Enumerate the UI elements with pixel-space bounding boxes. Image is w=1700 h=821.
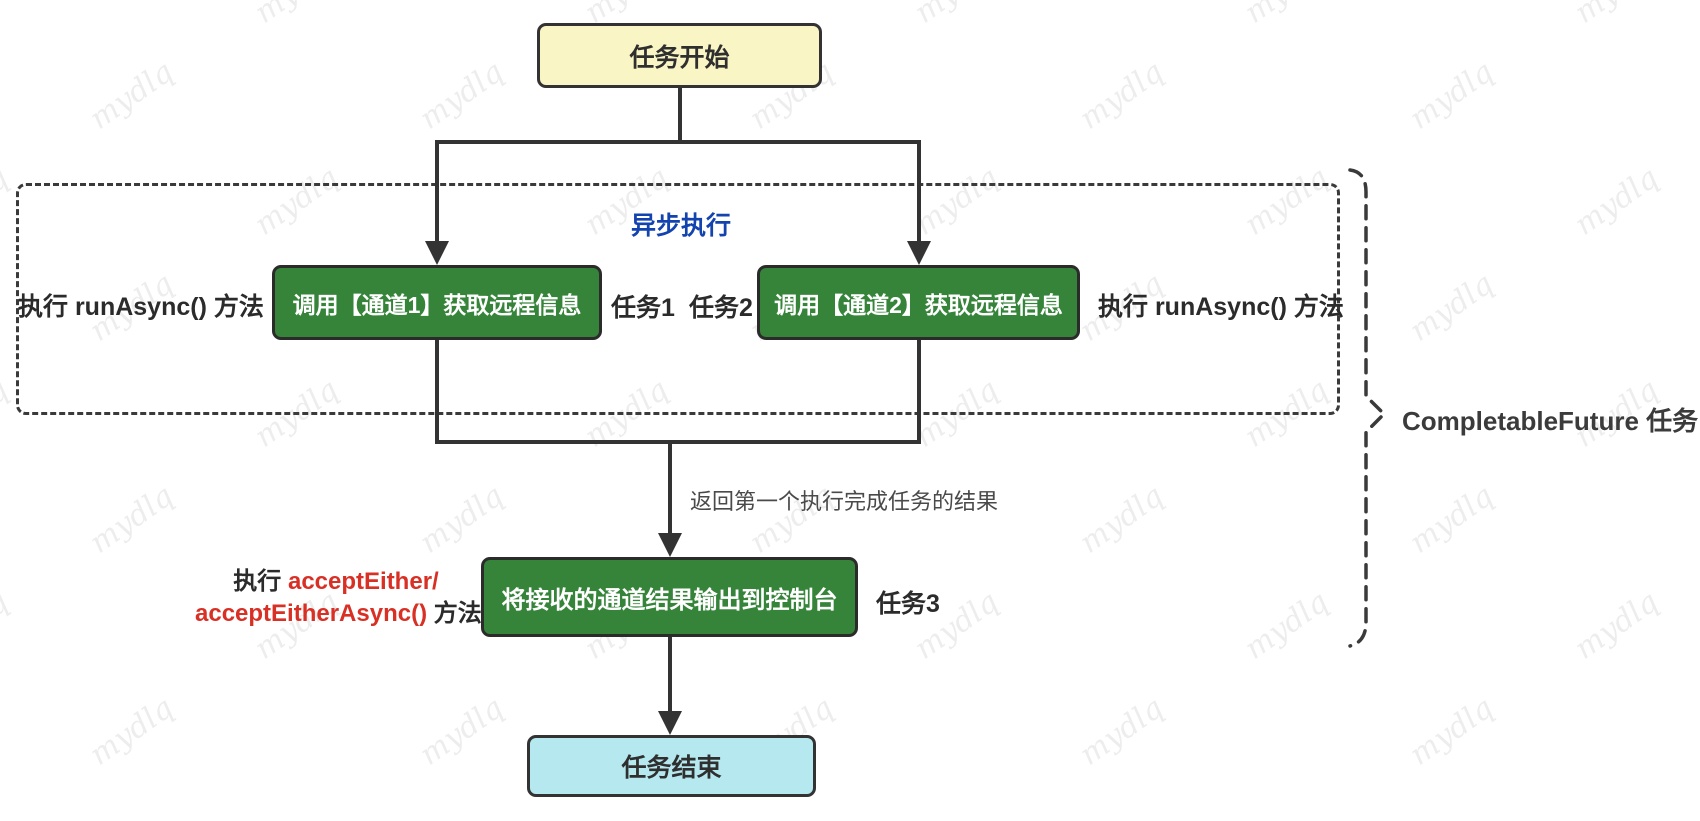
- label-accept-either: acceptEither/: [287, 568, 439, 595]
- label-task1: 任务1: [611, 294, 675, 322]
- completable-future-brace: [1348, 168, 1387, 648]
- label-accept-either-async: acceptEitherAsync(): [195, 600, 428, 627]
- connector-right-branch: [917, 140, 921, 243]
- label-run-async-left: 执行 runAsync() 方法: [18, 293, 264, 321]
- label-accept-prefix: 执行: [233, 568, 288, 595]
- arrowhead-down-icon: [658, 533, 682, 557]
- connector-task3-down: [668, 635, 672, 715]
- node-task-start: 任务开始: [537, 23, 822, 88]
- connector-join-horizontal: [435, 440, 921, 444]
- node-channel1: 调用【通道1】获取远程信息: [272, 265, 602, 340]
- node-task-end: 任务结束: [527, 735, 816, 797]
- label-task3: 任务3: [876, 590, 940, 618]
- node-output-console: 将接收的通道结果输出到控制台: [481, 557, 858, 637]
- connector-left-join: [435, 338, 439, 444]
- connector-center-down: [668, 440, 672, 536]
- label-run-async-right: 执行 runAsync() 方法: [1098, 293, 1344, 321]
- connector-split-horizontal: [435, 140, 921, 144]
- arrowhead-down-icon: [907, 241, 931, 265]
- arrowhead-down-icon: [425, 241, 449, 265]
- label-accept-suffix: 方法: [427, 600, 482, 627]
- label-accept-either-method: 执行 acceptEither/ acceptEitherAsync() 方法: [195, 566, 482, 630]
- label-async-execution: 异步执行: [630, 212, 731, 240]
- label-completable-future: CompletableFuture 任务: [1402, 406, 1699, 436]
- connector-right-join: [917, 338, 921, 444]
- node-channel2: 调用【通道2】获取远程信息: [757, 265, 1080, 340]
- label-return-first-result: 返回第一个执行完成任务的结果: [690, 489, 999, 514]
- label-task2: 任务2: [689, 294, 753, 322]
- async-group-dashed-box: [16, 183, 1340, 415]
- connector-left-branch: [435, 140, 439, 243]
- connector-start-down: [678, 86, 682, 142]
- arrowhead-down-icon: [658, 711, 682, 735]
